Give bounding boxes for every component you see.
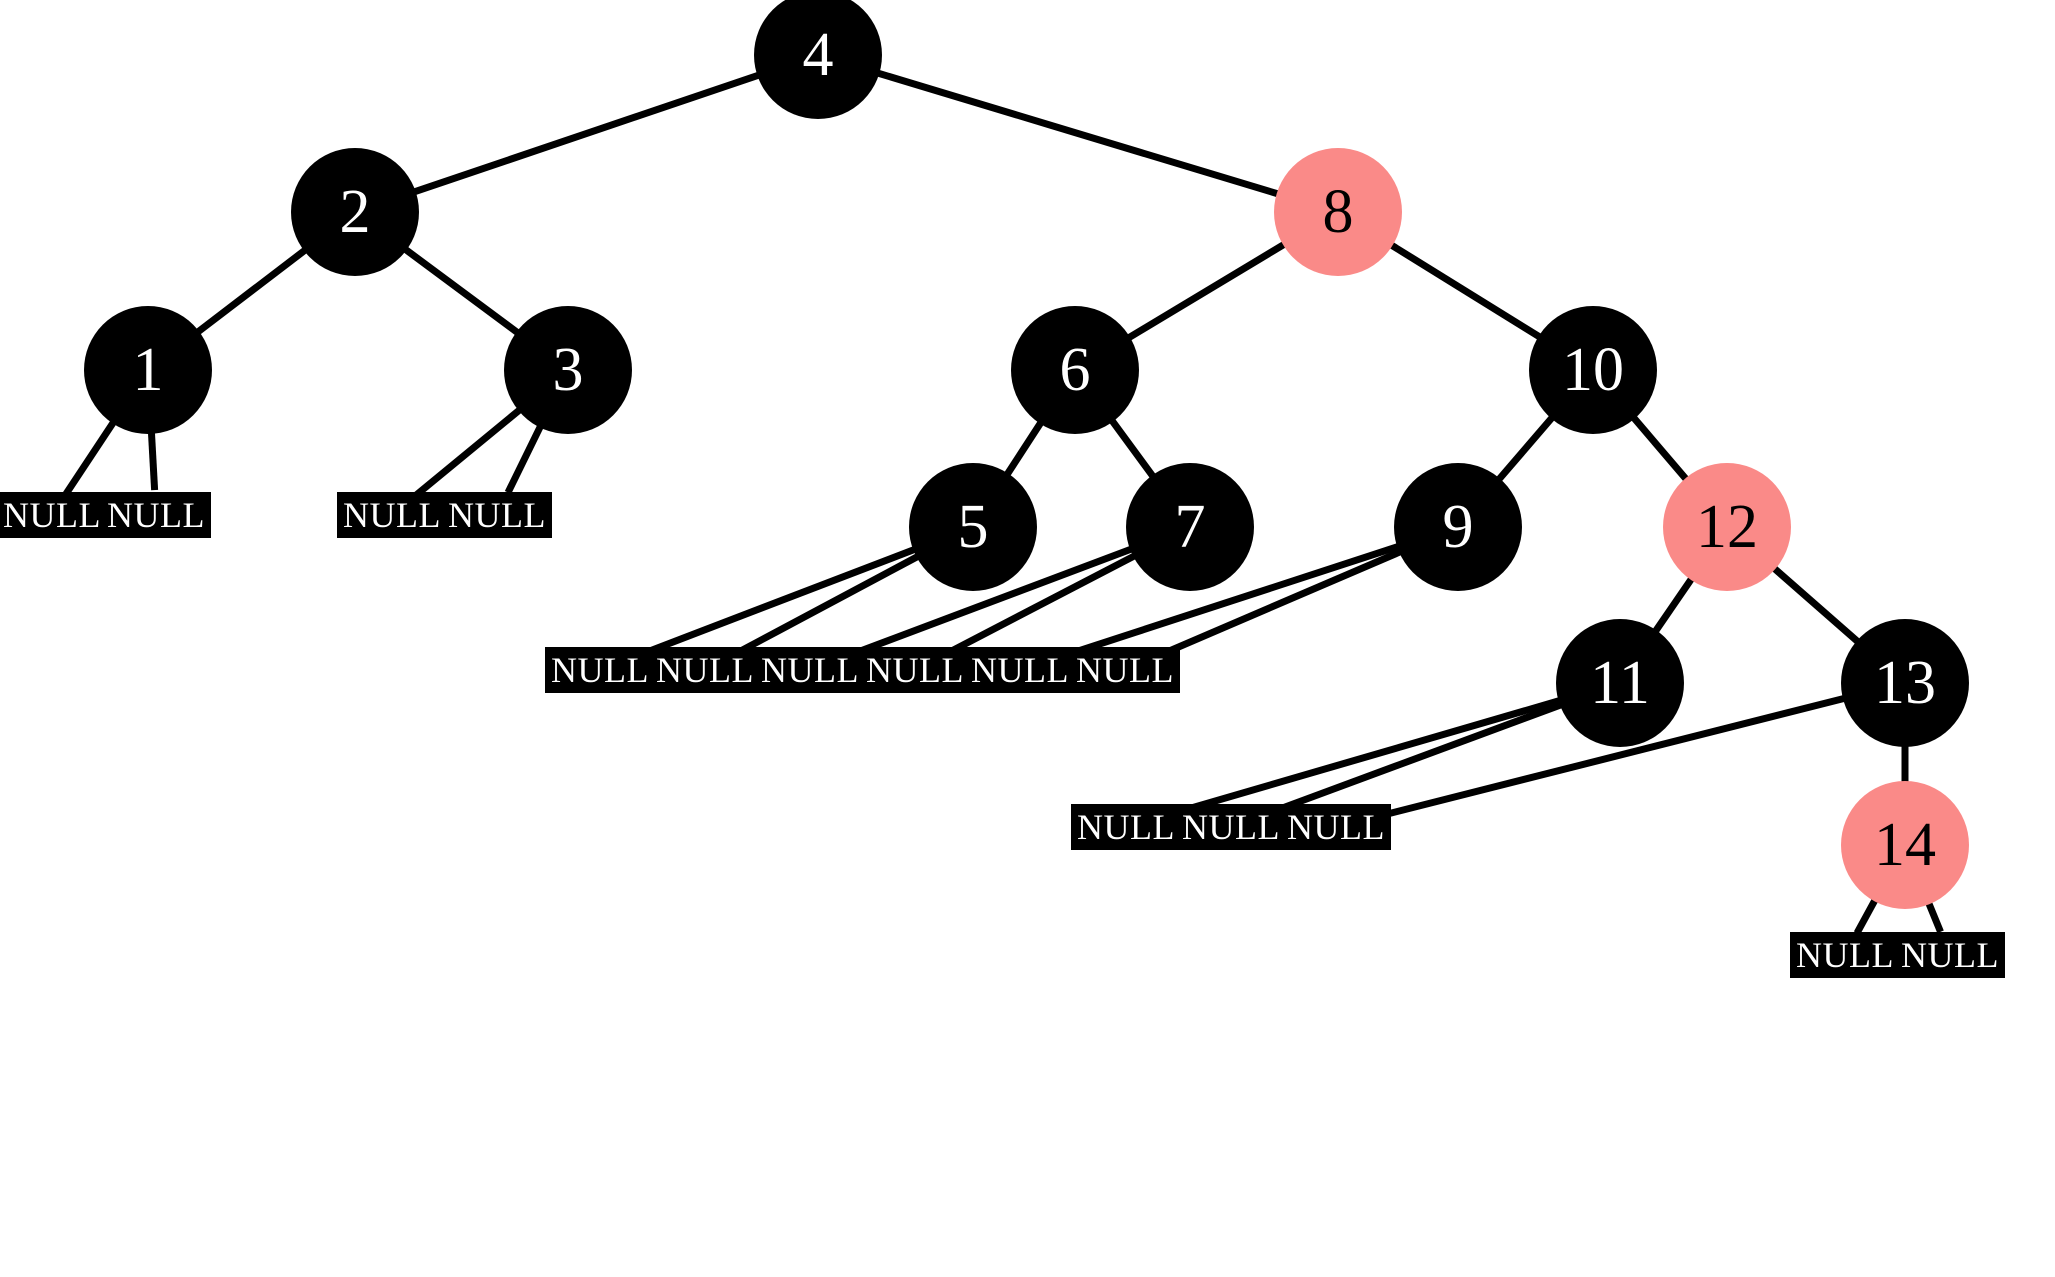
- tree-edge: [1651, 574, 1696, 636]
- tree-null-leaf: NULL: [1071, 804, 1181, 850]
- tree-null-leaf-label: NULL: [551, 650, 649, 690]
- tree-null-leaf: NULL: [860, 647, 970, 693]
- tree-node-14[interactable]: 14: [1841, 781, 1969, 909]
- tree-node-8[interactable]: 8: [1274, 148, 1402, 276]
- tree-node-label: 13: [1874, 649, 1936, 717]
- tree-null-leaf-label: NULL: [1076, 650, 1174, 690]
- tree-edge: [409, 405, 524, 502]
- tree-node-label: 11: [1590, 649, 1650, 717]
- tree-edge: [1853, 895, 1880, 935]
- tree-node-1[interactable]: 1: [84, 306, 212, 434]
- tree-edge: [725, 552, 922, 662]
- tree-null-leaf: NULL: [545, 647, 655, 693]
- tree-node-4[interactable]: 4: [754, 0, 882, 119]
- tree-null-leaf: NULL: [1281, 804, 1391, 850]
- tree-edge: [147, 429, 159, 491]
- tree-null-leaf-label: NULL: [1077, 807, 1175, 847]
- tree-node-7[interactable]: 7: [1126, 463, 1254, 591]
- tree-edge: [622, 545, 919, 665]
- tree-null-leaf-label: NULL: [343, 495, 441, 535]
- tree-edge: [401, 244, 522, 338]
- tree-null-leaf: NULL: [101, 492, 211, 538]
- tree-null-leaf-label: NULL: [1796, 935, 1894, 975]
- tree-node-label: 7: [1174, 493, 1206, 561]
- tree-edge: [1769, 563, 1863, 647]
- tree-node-label: 8: [1322, 178, 1354, 246]
- tree-null-leaf: NULL: [1070, 647, 1180, 693]
- tree-null-leaf: NULL: [1790, 932, 1900, 978]
- tree-edge: [874, 68, 1282, 199]
- tree-node-label: 2: [339, 178, 371, 246]
- tree-edge: [1002, 418, 1046, 479]
- tree-node-label: 9: [1442, 493, 1474, 561]
- tree-edge: [1253, 700, 1565, 822]
- tree-node-label: 6: [1059, 336, 1091, 404]
- tree-node-5[interactable]: 5: [909, 463, 1037, 591]
- tree-null-leaf-label: NULL: [1182, 807, 1280, 847]
- tree-edge: [193, 245, 310, 337]
- tree-edge: [1107, 416, 1158, 481]
- tree-node-9[interactable]: 9: [1394, 463, 1522, 591]
- tree-node-3[interactable]: 3: [504, 306, 632, 434]
- tree-node-label: 14: [1874, 811, 1936, 879]
- tree-null-leaf: NULL: [755, 647, 865, 693]
- tree-null-leaf: NULL: [1176, 804, 1286, 850]
- tree-edge: [504, 422, 545, 495]
- tree-edge: [1124, 239, 1289, 343]
- tree-null-leaf: NULL: [650, 647, 760, 693]
- tree-null-leaf-label: NULL: [1901, 935, 1999, 975]
- tree-node-11[interactable]: 11: [1556, 619, 1684, 747]
- tree-node-label: 12: [1696, 493, 1758, 561]
- tree-node-13[interactable]: 13: [1841, 619, 1969, 747]
- tree-null-leaf-label: NULL: [107, 495, 205, 535]
- tree-null-leaf-label: NULL: [448, 495, 546, 535]
- tree-node-label: 5: [957, 493, 989, 561]
- tree-edge: [1494, 413, 1557, 484]
- tree-edge: [62, 418, 118, 497]
- tree-null-leaf: NULL: [965, 647, 1075, 693]
- tree-node-10[interactable]: 10: [1529, 306, 1657, 434]
- tree-null-leaf-label: NULL: [656, 650, 754, 690]
- tree-null-leaf: NULL: [442, 492, 552, 538]
- tree-null-leaf-label: NULL: [3, 495, 101, 535]
- tree-edge: [410, 70, 763, 197]
- tree-null-leaf-label: NULL: [761, 650, 859, 690]
- tree-edge: [1387, 240, 1544, 342]
- tree-null-leaf: NULL: [0, 492, 107, 538]
- tree-node-6[interactable]: 6: [1011, 306, 1139, 434]
- tree-edge: [1629, 413, 1691, 484]
- tree-null-leaf-label: NULL: [866, 650, 964, 690]
- tree-node-2[interactable]: 2: [291, 148, 419, 276]
- tree-node-12[interactable]: 12: [1663, 463, 1791, 591]
- tree-null-leaf: NULL: [337, 492, 447, 538]
- tree-edge: [1149, 696, 1564, 824]
- tree-null-leaf-label: NULL: [1287, 807, 1385, 847]
- tree-node-label: 4: [802, 21, 834, 89]
- tree-null-leaf: NULL: [1895, 932, 2005, 978]
- tree-node-label: 1: [132, 336, 164, 404]
- tree-null-leaf-label: NULL: [971, 650, 1069, 690]
- tree-edge: [1924, 899, 1944, 934]
- tree-node-label: 10: [1562, 336, 1624, 404]
- tree-node-label: 3: [552, 336, 584, 404]
